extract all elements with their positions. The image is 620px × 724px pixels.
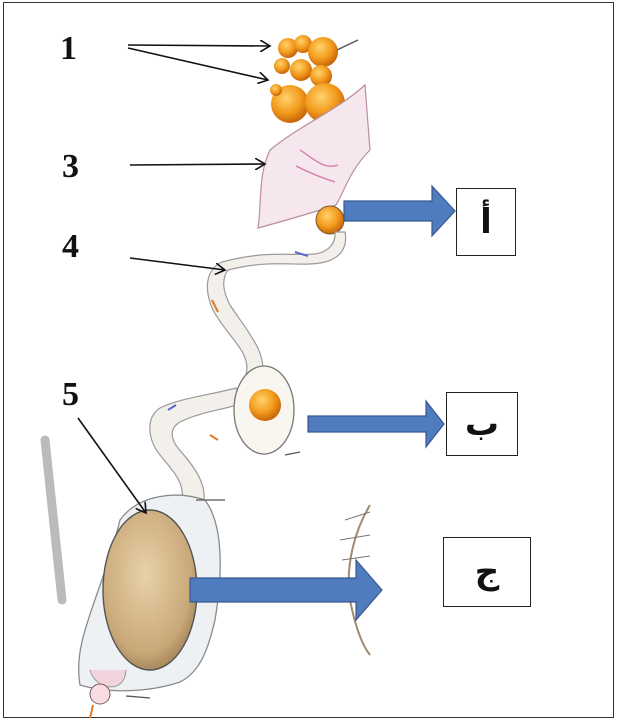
block-arrow-b bbox=[308, 401, 444, 447]
label-3: 3 bbox=[62, 150, 79, 184]
label-1: 1 bbox=[60, 32, 77, 66]
block-arrow-a bbox=[344, 186, 455, 236]
box-label-b: ب bbox=[446, 392, 518, 456]
oviduct bbox=[150, 232, 346, 500]
label-5: 5 bbox=[62, 378, 79, 412]
box-label-c: ج bbox=[443, 537, 531, 607]
box-label-a: أ bbox=[456, 188, 516, 256]
label-4: 4 bbox=[62, 230, 79, 264]
